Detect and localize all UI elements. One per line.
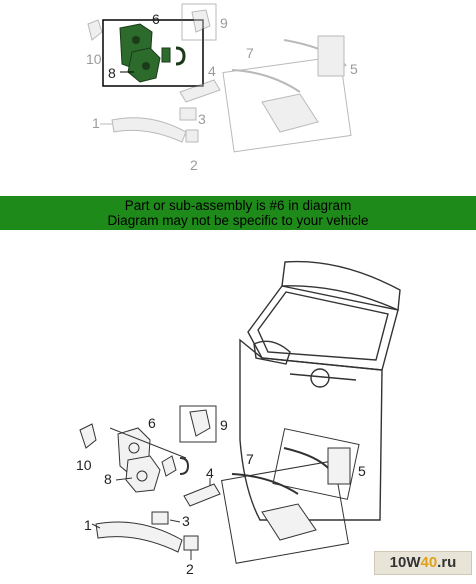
callout-9-top: 9 — [220, 15, 228, 31]
part-4[interactable]: 4 — [183, 465, 221, 507]
part-9[interactable]: 9 — [179, 405, 228, 443]
callout-1: 1 — [84, 517, 92, 533]
full-diagram-panel: 10 6 8 9 4 3 1 2 — [0, 244, 476, 579]
callout-6-top: 6 — [152, 11, 160, 27]
part-10[interactable]: 10 — [76, 423, 97, 473]
full-diagram: 10 6 8 9 4 3 1 2 — [76, 260, 401, 577]
tailgate-illustration — [239, 260, 401, 521]
highlight-diagram: 6 8 10 9 4 3 1 2 7 5 — [86, 3, 358, 173]
callout-5-top: 5 — [350, 61, 358, 77]
callout-6: 6 — [148, 415, 156, 431]
callout-10: 10 — [76, 457, 92, 473]
callout-7: 7 — [246, 451, 254, 467]
highlight-box — [102, 19, 204, 87]
part-5[interactable]: 5 — [272, 428, 366, 500]
callout-8: 8 — [104, 471, 112, 487]
banner-line-1: Part or sub-assembly is #6 in diagram — [124, 198, 352, 213]
callout-2: 2 — [186, 561, 194, 577]
callout-8-top: 8 — [108, 65, 116, 81]
highlight-banner: Part or sub-assembly is #6 in diagram Di… — [0, 196, 476, 230]
part-7[interactable]: 7 — [220, 451, 350, 564]
callout-3: 3 — [182, 513, 190, 529]
site-watermark: 10W40.ru — [374, 551, 472, 575]
watermark-prefix: 10W — [389, 554, 421, 571]
callout-1-top: 1 — [92, 115, 100, 131]
callout-2-top: 2 — [190, 157, 198, 173]
callout-4: 4 — [206, 465, 214, 481]
watermark-suffix: .ru — [437, 554, 457, 571]
callout-10-top: 10 — [86, 51, 102, 67]
part-2[interactable]: 2 — [183, 535, 199, 577]
callout-7-top: 7 — [246, 45, 254, 61]
part-3[interactable]: 3 — [151, 511, 190, 529]
callout-5: 5 — [358, 463, 366, 479]
faded-other-parts: 10 9 4 3 1 2 7 5 — [86, 3, 358, 173]
part-1-outer-handle[interactable]: 1 — [84, 517, 183, 553]
callout-4-top: 4 — [208, 63, 216, 79]
banner-line-2: Diagram may not be specific to your vehi… — [107, 213, 369, 228]
callout-3-top: 3 — [198, 111, 206, 127]
highlight-diagram-panel: 6 8 10 9 4 3 1 2 7 5 — [0, 0, 476, 196]
part-6-lock-assembly[interactable]: 6 8 — [104, 415, 190, 493]
callout-9: 9 — [220, 417, 228, 433]
watermark-accent: 40 — [420, 554, 438, 571]
part-6-lock-assembly[interactable] — [119, 23, 186, 83]
